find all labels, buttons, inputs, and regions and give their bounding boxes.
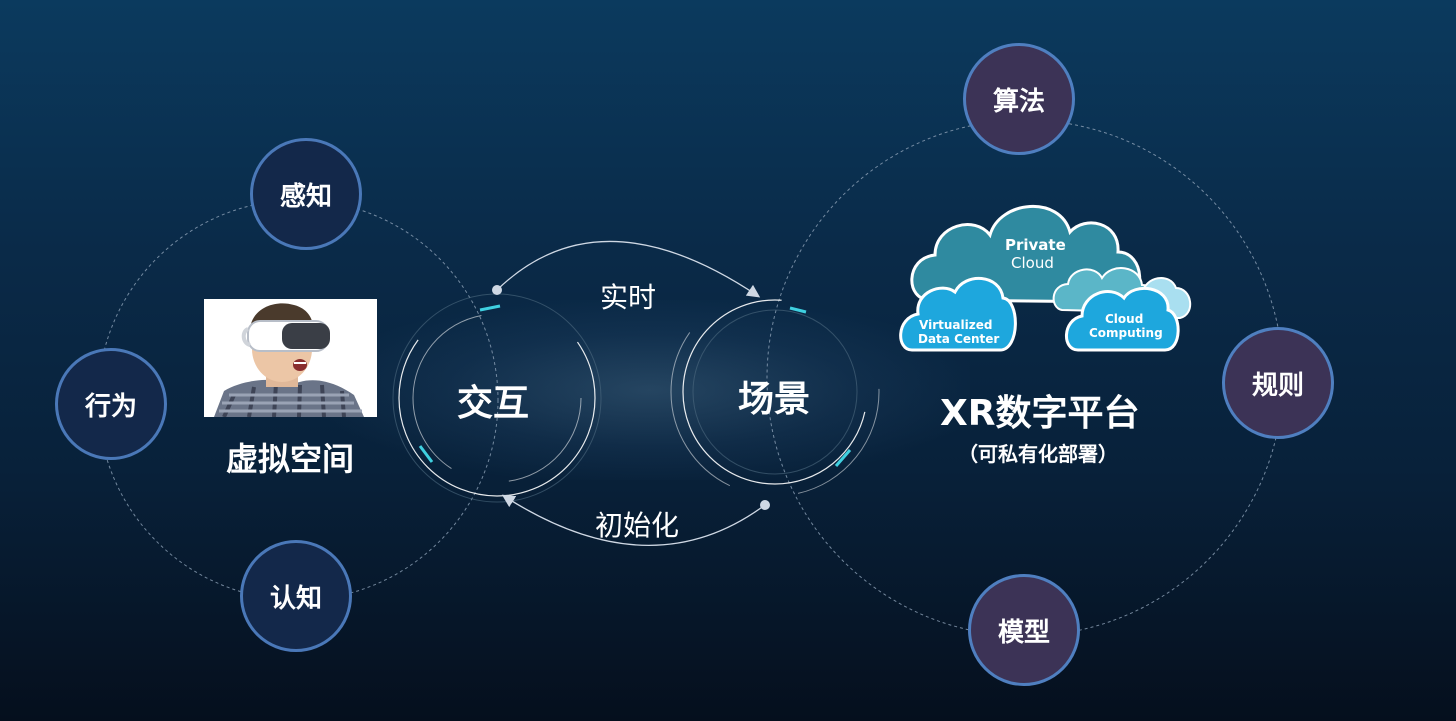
realtime-label: 实时 — [600, 281, 657, 314]
right-hub-rings — [670, 287, 880, 497]
vr-headset-photo — [204, 299, 377, 417]
cloud-right-line2: Computing — [1089, 326, 1163, 340]
initialize-label: 初始化 — [595, 509, 680, 542]
arc-bottom-start-dot — [760, 500, 770, 510]
node-algorithm: 算法 — [963, 43, 1075, 155]
node-model: 模型 — [968, 574, 1080, 686]
node-behavior-label: 行为 — [84, 391, 137, 422]
virtual-space-title: 虚拟空间 — [226, 440, 355, 478]
node-cognition-label: 认知 — [269, 583, 322, 614]
node-rules: 规则 — [1222, 327, 1334, 439]
arc-top-start-dot — [492, 285, 502, 295]
cloud-right-line1: Cloud — [1105, 312, 1144, 326]
left-hub-rings — [392, 293, 602, 503]
node-rules-label: 规则 — [1251, 370, 1304, 401]
node-behavior: 行为 — [55, 348, 167, 460]
xr-platform-subtitle: （可私有化部署） — [958, 442, 1118, 466]
cloud-left-line2: Data Center — [918, 332, 1000, 346]
cloud-main-line2: Cloud — [1011, 254, 1054, 272]
node-model-label: 模型 — [997, 617, 1050, 648]
node-perception: 感知 — [250, 138, 362, 250]
cloud-left-line1: Virtualized — [919, 318, 993, 332]
cloud-main-line1: Private — [1005, 236, 1066, 254]
xr-platform-title: XR数字平台 — [940, 393, 1140, 434]
interaction-hub-label: 交互 — [457, 383, 530, 424]
scene-hub-label: 场景 — [738, 379, 811, 420]
cloud-icon — [899, 205, 1191, 352]
node-cognition: 认知 — [240, 540, 352, 652]
node-perception-label: 感知 — [279, 181, 332, 212]
arc-top-arrow — [496, 240, 761, 298]
arc-bottom-arrow — [501, 494, 766, 546]
node-algorithm-label: 算法 — [992, 86, 1045, 117]
right-orbit — [766, 119, 1284, 637]
